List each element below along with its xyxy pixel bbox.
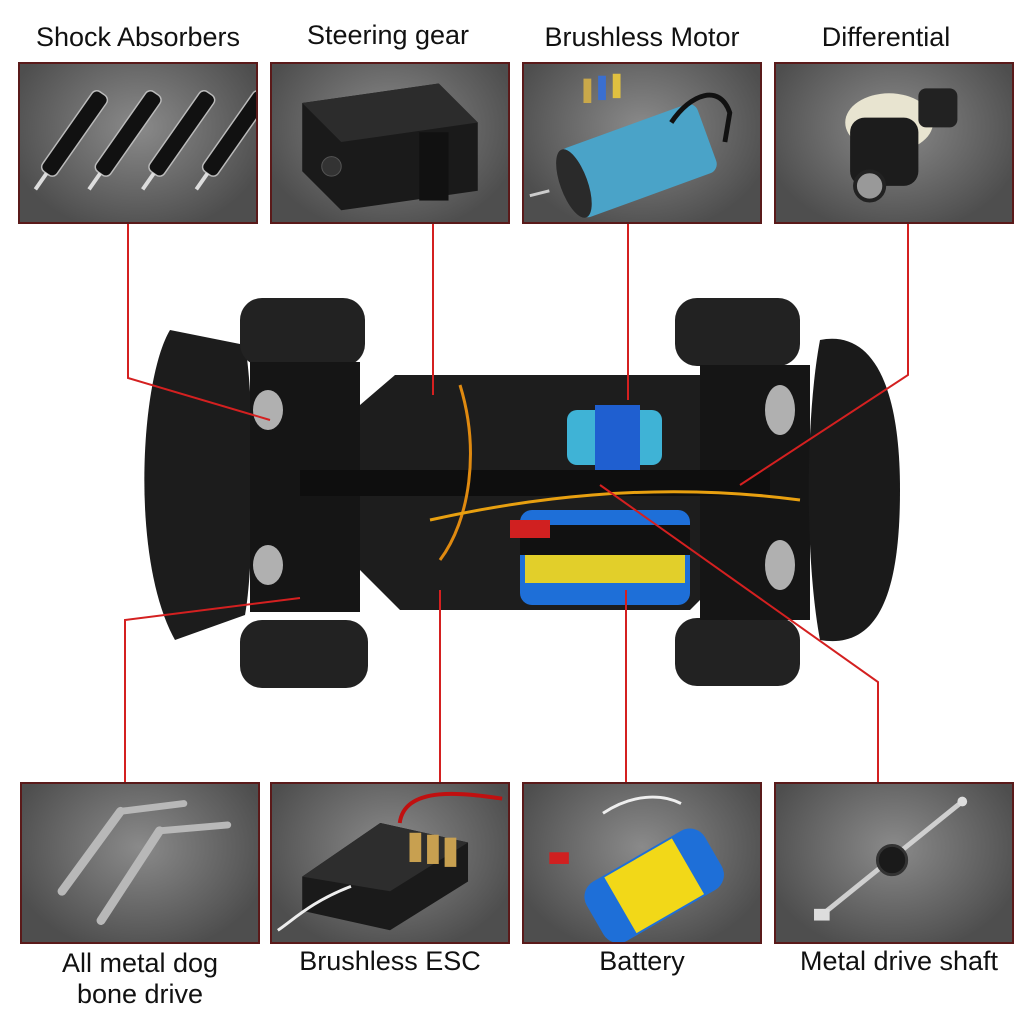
label-steering-gear: Steering gear <box>306 20 470 50</box>
label-brushless-esc: Brushless ESC <box>299 946 481 976</box>
steering-gear-photo <box>270 62 510 224</box>
brushless-motor-photo <box>522 62 762 224</box>
leader-lines <box>124 224 909 782</box>
label-dog-bone-line2: bone drive <box>76 979 204 1009</box>
label-dog-bone-line1: All metal dog <box>61 948 219 978</box>
drive-shaft-photo <box>774 782 1014 944</box>
brushless-esc-photo <box>270 782 510 944</box>
label-differential: Differential <box>821 22 951 52</box>
battery-pack <box>520 510 690 605</box>
label-shock-absorbers: Shock Absorbers <box>35 22 241 52</box>
chassis <box>144 298 900 688</box>
label-metal-drive-shaft: Metal drive shaft <box>799 946 999 976</box>
wiring <box>429 384 801 561</box>
shock-absorbers-photo <box>18 62 258 224</box>
label-brushless-motor: Brushless Motor <box>544 22 740 52</box>
label-battery: Battery <box>599 946 685 976</box>
battery-photo <box>522 782 762 944</box>
differential-photo <box>774 62 1014 224</box>
motor <box>567 405 662 470</box>
dog-bone-drive-photo <box>20 782 260 944</box>
